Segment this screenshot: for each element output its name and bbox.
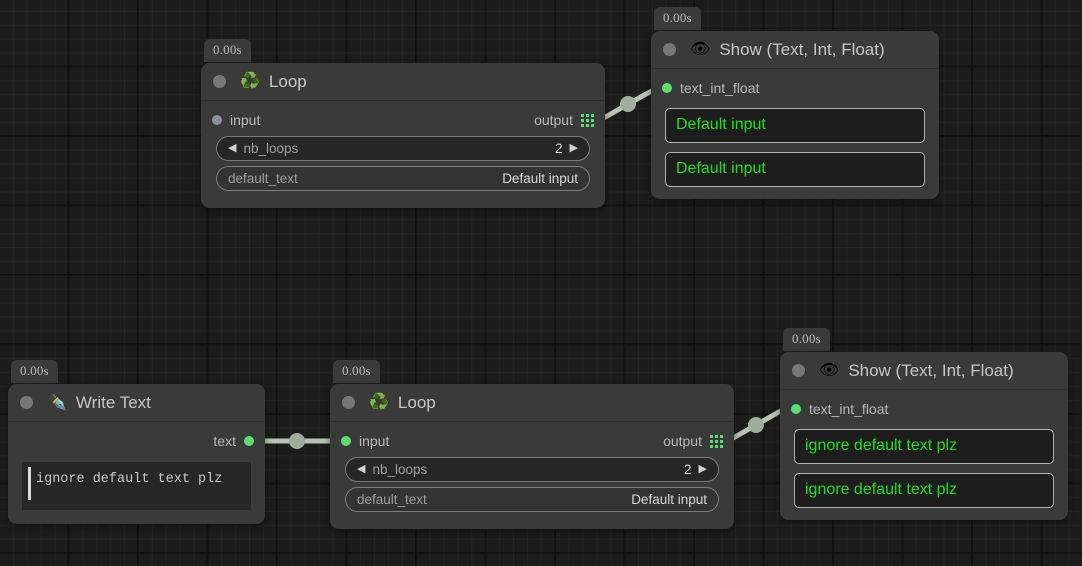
input-socket-label: input bbox=[359, 433, 390, 449]
wire-loop-bottom-to-show-bottom bbox=[725, 406, 787, 444]
text-caret bbox=[28, 467, 31, 500]
node-show-bottom[interactable]: 👁 Show (Text, Int, Float) text_int_float… bbox=[780, 352, 1068, 520]
node-header-loop-top[interactable]: ♻️ Loop bbox=[201, 63, 605, 101]
stepper-left-arrow-icon[interactable]: ◀ bbox=[357, 463, 366, 475]
node-body-show-top: text_int_float Default input Default inp… bbox=[651, 69, 939, 199]
param-value[interactable]: Default input bbox=[502, 171, 578, 186]
output-socket-dot[interactable] bbox=[244, 436, 254, 446]
node-header-write-text[interactable]: ✒️ Write Text bbox=[8, 384, 265, 422]
socket-row-write-text: text bbox=[19, 430, 254, 452]
param-nb-loops[interactable]: ◀ nb_loops 2 ▶ bbox=[345, 457, 719, 482]
input-socket-label: input bbox=[230, 112, 261, 128]
node-body-write-text: text ignore default text plz bbox=[8, 422, 265, 524]
node-title: Loop bbox=[397, 392, 436, 412]
node-timestamp-badge-loop-bottom: 0.00s bbox=[333, 360, 380, 383]
node-timestamp-badge-show-top: 0.00s bbox=[654, 7, 701, 30]
text-editor-value: ignore default text plz bbox=[36, 472, 223, 487]
param-nb-loops[interactable]: ◀ nb_loops 2 ▶ bbox=[216, 136, 590, 161]
param-name: default_text bbox=[357, 492, 427, 507]
node-timestamp-badge-write-text: 0.00s bbox=[11, 360, 58, 383]
node-body-loop-bottom: input output ◀ nb_loops 2 ▶ default_text… bbox=[330, 422, 734, 529]
eye-icon: 👁 bbox=[690, 40, 711, 58]
recycle-icon: ♻️ bbox=[240, 72, 260, 90]
socket-row-loop-bottom: input output bbox=[341, 430, 723, 452]
input-socket-label: text_int_float bbox=[809, 401, 889, 417]
input-socket-dot[interactable] bbox=[662, 83, 672, 93]
recycle-icon: ♻️ bbox=[369, 393, 389, 411]
node-title: Write Text bbox=[75, 392, 151, 412]
display-field-1: ignore default text plz bbox=[794, 429, 1054, 464]
output-socket-label: text bbox=[213, 433, 236, 449]
stepper-left-arrow-icon[interactable]: ◀ bbox=[228, 142, 237, 154]
display-field-2: Default input bbox=[665, 152, 925, 187]
node-body-show-bottom: text_int_float ignore default text plz i… bbox=[780, 390, 1068, 520]
param-name: nb_loops bbox=[243, 141, 299, 156]
socket-row-loop-top: input output bbox=[212, 109, 594, 131]
collapse-dot[interactable] bbox=[213, 75, 226, 88]
param-default-text[interactable]: default_text Default input bbox=[216, 166, 590, 191]
wire-loop-top-to-show-top bbox=[597, 86, 658, 123]
collapse-dot[interactable] bbox=[663, 43, 676, 56]
node-body-loop-top: input output ◀ nb_loops 2 ▶ default_text… bbox=[201, 101, 605, 208]
node-header-show-bottom[interactable]: 👁 Show (Text, Int, Float) bbox=[780, 352, 1068, 390]
node-loop-bottom[interactable]: ♻️ Loop input output ◀ nb_loops 2 ▶ d bbox=[330, 384, 734, 529]
input-socket-label: text_int_float bbox=[680, 80, 760, 96]
collapse-dot[interactable] bbox=[342, 396, 355, 409]
param-value[interactable]: 2 bbox=[684, 462, 692, 477]
node-loop-top[interactable]: ♻️ Loop input output ◀ nb_loops 2 ▶ d bbox=[201, 63, 605, 208]
param-name: default_text bbox=[228, 171, 298, 186]
wire-write-text-to-loop-bottom bbox=[253, 433, 342, 449]
node-header-loop-bottom[interactable]: ♻️ Loop bbox=[330, 384, 734, 422]
collapse-dot[interactable] bbox=[20, 396, 33, 409]
stepper-right-arrow-icon[interactable]: ▶ bbox=[698, 463, 707, 475]
eye-icon: 👁 bbox=[819, 361, 840, 379]
list-grid-icon[interactable] bbox=[581, 113, 594, 127]
display-field-1: Default input bbox=[665, 108, 925, 143]
node-title: Show (Text, Int, Float) bbox=[848, 360, 1014, 380]
collapse-dot[interactable] bbox=[792, 364, 805, 377]
node-show-top[interactable]: 👁 Show (Text, Int, Float) text_int_float… bbox=[651, 31, 939, 199]
input-socket-dot[interactable] bbox=[791, 404, 801, 414]
stepper-right-arrow-icon[interactable]: ▶ bbox=[569, 142, 578, 154]
param-default-text[interactable]: default_text Default input bbox=[345, 487, 719, 512]
param-value[interactable]: Default input bbox=[631, 492, 707, 507]
node-timestamp-badge-loop-top: 0.00s bbox=[204, 39, 251, 62]
pen-nib-icon: ✒️ bbox=[47, 393, 67, 411]
param-name: nb_loops bbox=[372, 462, 428, 477]
node-title: Loop bbox=[268, 71, 307, 91]
node-write-text[interactable]: ✒️ Write Text text ignore default text p… bbox=[8, 384, 265, 524]
socket-row-show-bottom: text_int_float bbox=[791, 398, 1057, 420]
param-value[interactable]: 2 bbox=[555, 141, 563, 156]
text-editor-field[interactable]: ignore default text plz bbox=[22, 462, 251, 510]
socket-row-show-top: text_int_float bbox=[662, 77, 928, 99]
node-timestamp-badge-show-bottom: 0.00s bbox=[783, 328, 830, 351]
node-header-show-top[interactable]: 👁 Show (Text, Int, Float) bbox=[651, 31, 939, 69]
node-title: Show (Text, Int, Float) bbox=[719, 39, 885, 59]
input-socket-dot[interactable] bbox=[341, 436, 351, 446]
output-socket-label: output bbox=[534, 112, 573, 128]
output-socket-label: output bbox=[663, 433, 702, 449]
list-grid-icon[interactable] bbox=[710, 434, 723, 448]
input-socket-dot[interactable] bbox=[212, 115, 222, 125]
display-field-2: ignore default text plz bbox=[794, 473, 1054, 508]
